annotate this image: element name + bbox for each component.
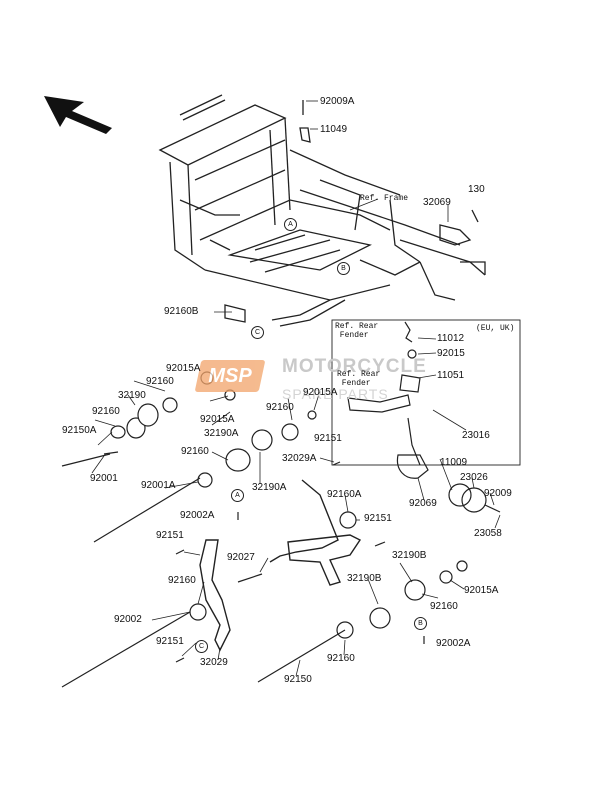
bolts-drawing xyxy=(61,451,425,688)
part-label-92002a[interactable]: 92002A xyxy=(436,638,471,649)
part-label-11012[interactable]: 11012 xyxy=(437,333,465,344)
part-label-32029[interactable]: 32029 xyxy=(200,657,228,668)
part-label-11049[interactable]: 11049 xyxy=(320,124,348,135)
part-label-92160b[interactable]: 92160B xyxy=(164,306,199,317)
part-label-32190b[interactable]: 32190B xyxy=(392,550,427,561)
part-label-92160[interactable]: 92160 xyxy=(168,575,196,586)
part-label-23016[interactable]: 23016 xyxy=(462,430,490,441)
part-label-32069[interactable]: 32069 xyxy=(423,197,451,208)
watermark-subtitle: SPARE PARTS xyxy=(282,386,389,402)
part-label-92160a[interactable]: 92160A xyxy=(327,489,362,500)
part-label-32190b[interactable]: 32190B xyxy=(347,573,382,584)
part-label-92151[interactable]: 92151 xyxy=(156,530,184,541)
part-label-32190[interactable]: 32190 xyxy=(118,390,146,401)
watermark-logo: MSP xyxy=(190,350,270,402)
ref-frame-label: Ref. Frame xyxy=(360,194,409,203)
part-label-92027[interactable]: 92027 xyxy=(227,552,255,563)
marker-b: B xyxy=(414,617,427,630)
marker-a: A xyxy=(284,218,297,231)
part-label-92015a[interactable]: 92015A xyxy=(200,414,235,425)
part-label-92015[interactable]: 92015 xyxy=(437,348,465,359)
part-label-92015a[interactable]: 92015A xyxy=(166,363,201,374)
part-label-11009[interactable]: 11009 xyxy=(440,457,468,468)
part-label-92015a[interactable]: 92015A xyxy=(464,585,499,596)
part-label-92001a[interactable]: 92001A xyxy=(141,480,176,491)
part-label-92002[interactable]: 92002 xyxy=(114,614,142,625)
part-label-92069[interactable]: 92069 xyxy=(409,498,437,509)
marker-a: A xyxy=(231,489,244,502)
marker-c: C xyxy=(251,326,264,339)
marker-c: C xyxy=(195,640,208,653)
part-label-92151[interactable]: 92151 xyxy=(314,433,342,444)
part-label-92160[interactable]: 92160 xyxy=(327,653,355,664)
part-label-92160[interactable]: 92160 xyxy=(430,601,458,612)
part-label-92151[interactable]: 92151 xyxy=(156,636,184,647)
part-label-92001[interactable]: 92001 xyxy=(90,473,118,484)
part-label-11051[interactable]: 11051 xyxy=(437,370,465,381)
part-label-32190a[interactable]: 32190A xyxy=(252,482,287,493)
part-label-32029a[interactable]: 32029A xyxy=(282,453,317,464)
marker-b: B xyxy=(337,262,350,275)
part-label-92160[interactable]: 92160 xyxy=(92,406,120,417)
part-label-92160[interactable]: 92160 xyxy=(146,376,174,387)
part-label-92151[interactable]: 92151 xyxy=(364,513,392,524)
part-label-92015a[interactable]: 92015A xyxy=(303,387,338,398)
part-label-92160[interactable]: 92160 xyxy=(266,402,294,413)
ref-rear-fender-label: Ref. Rear Fender xyxy=(335,322,379,340)
ref-rear-fender-label: Ref. Rear Fender xyxy=(337,370,381,388)
part-label-130[interactable]: 130 xyxy=(468,184,485,195)
part-label-92002a[interactable]: 92002A xyxy=(180,510,215,521)
watermark: MSP MOTORCYCLE SPARE PARTS xyxy=(190,350,465,420)
part-label-23058[interactable]: 23058 xyxy=(474,528,502,539)
part-label-23026[interactable]: 23026 xyxy=(460,472,488,483)
part-label-92009a[interactable]: 92009A xyxy=(320,96,355,107)
watermark-title: MOTORCYCLE xyxy=(282,356,427,377)
frame-drawing xyxy=(158,94,486,327)
part-label-92160[interactable]: 92160 xyxy=(181,446,209,457)
part-label-92150[interactable]: 92150 xyxy=(284,674,312,685)
part-label-92150a[interactable]: 92150A xyxy=(62,425,97,436)
part-label-32190a[interactable]: 32190A xyxy=(204,428,239,439)
left-pivot-parts-drawing xyxy=(110,371,468,639)
part-label-92009[interactable]: 92009 xyxy=(484,488,512,499)
variant-label: (EU, UK) xyxy=(476,324,515,333)
brake-pedal-drawing xyxy=(199,479,362,652)
direction-arrow-icon xyxy=(44,96,112,134)
watermark-logo-text: MSP xyxy=(208,365,252,387)
